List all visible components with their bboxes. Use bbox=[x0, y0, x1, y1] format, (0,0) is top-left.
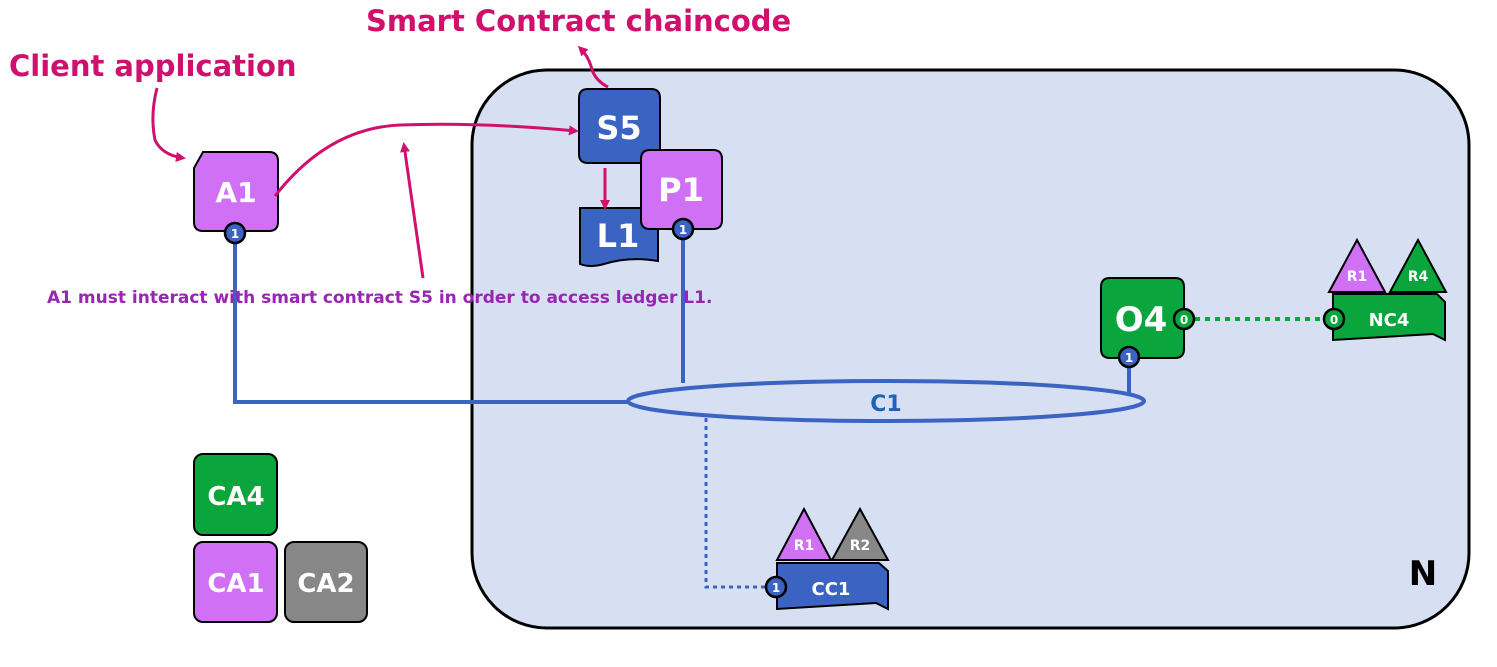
a1-channel-link bbox=[233, 240, 630, 404]
badge-cc1 bbox=[764, 575, 788, 599]
channel-c1 bbox=[626, 379, 1146, 423]
node-a1 bbox=[193, 151, 279, 232]
node-o4-label: O4 bbox=[1115, 300, 1168, 340]
node-l1 bbox=[579, 207, 659, 267]
badge-p1-label: 1 bbox=[679, 223, 687, 237]
client-label: Client application bbox=[9, 49, 297, 83]
badge-cc1-label: 1 bbox=[772, 581, 780, 595]
node-s5-label: S5 bbox=[596, 109, 641, 147]
role-cc1-r1 bbox=[775, 506, 833, 561]
node-ca4-label: CA4 bbox=[207, 482, 264, 512]
note-text: A1 must interact with smart contract S5 … bbox=[47, 288, 712, 308]
badge-o4-bottom bbox=[1117, 345, 1141, 369]
node-ca1-label: CA1 bbox=[207, 569, 264, 599]
badge-a1 bbox=[223, 221, 247, 245]
badge-nc4 bbox=[1322, 307, 1346, 331]
node-p1-label: P1 bbox=[658, 171, 704, 209]
node-nc4 bbox=[1332, 293, 1446, 342]
cc1-channel-link bbox=[704, 418, 770, 589]
smart-contract-label: Smart Contract chaincode bbox=[366, 4, 791, 38]
arrow-a1-to-s5 bbox=[273, 122, 579, 197]
node-ca2 bbox=[284, 541, 368, 623]
role-cc1-r1-label: R1 bbox=[794, 538, 815, 554]
node-ca2-label: CA2 bbox=[297, 569, 354, 599]
arrow-smart-contract bbox=[577, 45, 609, 89]
node-o4 bbox=[1100, 277, 1185, 359]
badge-p1 bbox=[671, 217, 695, 241]
arrow-note bbox=[400, 142, 425, 279]
role-nc4-r1 bbox=[1327, 237, 1387, 293]
channel-label: C1 bbox=[870, 392, 901, 417]
node-l1-label: L1 bbox=[597, 217, 640, 255]
node-p1 bbox=[640, 149, 723, 230]
badge-o4-bottom-label: 1 bbox=[1125, 351, 1133, 365]
network-label: N bbox=[1409, 554, 1437, 594]
node-a1-label: A1 bbox=[215, 176, 256, 209]
node-nc4-label: NC4 bbox=[1369, 310, 1410, 331]
role-cc1-r2-label: R2 bbox=[850, 538, 871, 554]
badge-o4-right bbox=[1172, 307, 1196, 331]
badge-nc4-label: 0 bbox=[1330, 313, 1338, 327]
node-ca1 bbox=[193, 541, 278, 623]
node-ca4 bbox=[193, 453, 278, 536]
arrow-client bbox=[151, 87, 186, 162]
role-cc1-r2 bbox=[830, 506, 890, 561]
node-cc1 bbox=[776, 562, 889, 611]
role-nc4-r1-label: R1 bbox=[1347, 269, 1368, 285]
node-cc1-label: CC1 bbox=[812, 579, 851, 600]
role-nc4-r4 bbox=[1388, 237, 1448, 293]
badge-a1-label: 1 bbox=[231, 227, 239, 241]
role-nc4-r4-label: R4 bbox=[1408, 269, 1429, 285]
badge-o4-right-label: 0 bbox=[1180, 313, 1188, 327]
